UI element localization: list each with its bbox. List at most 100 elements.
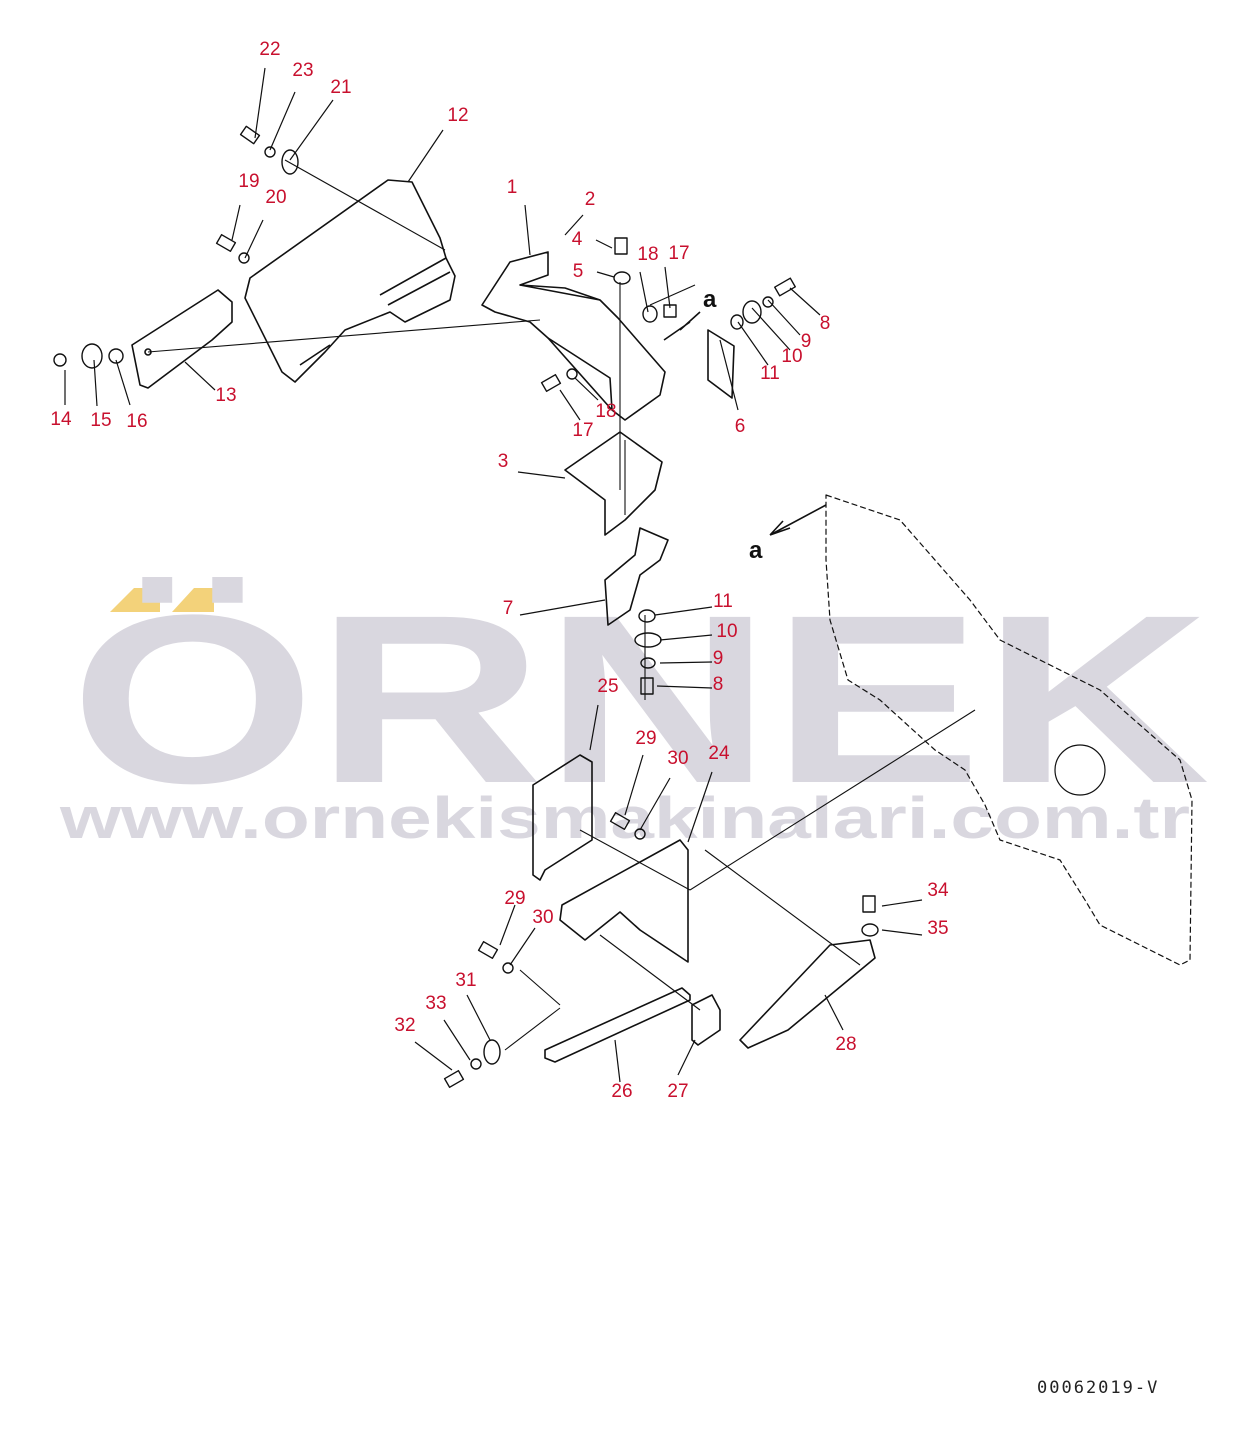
part-3-plate: [564, 431, 663, 536]
part-13-plate: [131, 289, 233, 389]
lock-washer-30-upper: [634, 828, 646, 840]
callout-11: 11: [713, 591, 733, 612]
nut-14: [53, 353, 67, 367]
callout-34: 34: [927, 880, 949, 901]
callout-10: 10: [716, 621, 737, 642]
nut-11-right: [730, 314, 744, 330]
callout-11: 11: [760, 363, 780, 384]
part-12-cover-flange: [299, 257, 451, 366]
part-24-bracket: [559, 839, 689, 963]
lock-washer-33: [470, 1058, 482, 1070]
nut-35: [861, 923, 879, 937]
part-7-plate: [604, 527, 669, 626]
callout-27: 27: [667, 1081, 688, 1102]
callout-leaders: [64, 67, 923, 1083]
bolt-32: [443, 1069, 465, 1089]
callout-9: 9: [713, 648, 724, 669]
part-27-angle: [691, 994, 721, 1046]
callout-33: 33: [425, 993, 446, 1014]
callout-9: 9: [801, 331, 812, 352]
part-26-bar: [544, 987, 691, 1063]
view-arrow-frame: [769, 504, 827, 536]
callout-23: 23: [292, 60, 313, 81]
view-arrow-top: [663, 311, 701, 341]
drawing-code: 00062019-V: [1037, 1378, 1160, 1398]
watermark-accent-left: [110, 588, 160, 612]
lock-washer-9-low: [640, 657, 656, 669]
callout-21: 21: [330, 77, 351, 98]
nut-16: [108, 348, 124, 364]
part-1-fold: [519, 284, 613, 411]
washer-15: [81, 343, 103, 369]
callout-1: 1: [507, 177, 518, 198]
callout-10: 10: [781, 346, 802, 367]
washer-21: [281, 149, 299, 175]
lock-washer-30-lower: [502, 962, 514, 974]
callout-29: 29: [635, 728, 656, 749]
callout-30: 30: [667, 748, 688, 769]
callout-29: 29: [504, 888, 525, 909]
machine-frame-opening: [1054, 744, 1106, 796]
lock-washer-20: [238, 252, 250, 264]
callout-12: 12: [447, 105, 468, 126]
watermark-accent-right: [172, 588, 214, 612]
washer-18-mid: [566, 368, 578, 380]
lock-washer-9-right: [762, 296, 774, 308]
callout-22: 22: [259, 39, 280, 60]
callout-32: 32: [394, 1015, 415, 1036]
callout-18: 18: [595, 401, 616, 422]
callout-14: 14: [50, 409, 72, 430]
callout-8: 8: [713, 674, 724, 695]
part-1-bracket: [481, 251, 666, 421]
fasteners: [53, 125, 879, 1089]
callout-13: 13: [215, 385, 236, 406]
callout-6: 6: [735, 416, 746, 437]
callout-15: 15: [90, 410, 111, 431]
callout-2: 2: [585, 189, 596, 210]
view-marker-top: a: [703, 286, 717, 313]
bolt-29-upper: [609, 811, 631, 831]
machine-frame: [825, 494, 1193, 966]
part-28-rail: [739, 939, 876, 1049]
bolt-34: [862, 895, 876, 913]
view-marker-frame: a: [749, 537, 763, 564]
bolt-8-low: [640, 677, 654, 695]
callout-16: 16: [126, 411, 147, 432]
callout-25: 25: [597, 676, 618, 697]
callout-24: 24: [708, 743, 730, 764]
callout-17: 17: [572, 420, 593, 441]
callout-5: 5: [573, 261, 584, 282]
bolt-4: [614, 237, 628, 255]
washer-10-right: [742, 300, 762, 324]
lock-washer-23: [264, 146, 276, 158]
callout-4: 4: [572, 229, 583, 250]
washer-18-top: [642, 305, 658, 323]
watermark-brand: ÖRNEK: [70, 565, 1210, 833]
bolt-17-top: [663, 304, 677, 318]
callout-26: 26: [611, 1081, 632, 1102]
part-25-channel: [532, 754, 593, 881]
assembly-lines: [147, 159, 976, 1051]
callout-19: 19: [238, 171, 259, 192]
callout-8: 8: [820, 313, 831, 334]
bolt-19: [215, 233, 237, 253]
callout-7: 7: [503, 598, 514, 619]
washer-5: [613, 271, 631, 285]
line-drawing: [53, 67, 1193, 1089]
part-6-gasket: [707, 329, 735, 399]
callout-35: 35: [927, 918, 948, 939]
callout-31: 31: [455, 970, 476, 991]
watermark: ÖRNEK www.ornekismakinalari.com.tr: [59, 565, 1210, 851]
washer-31: [483, 1039, 501, 1065]
nut-11-low: [638, 609, 656, 623]
callout-30: 30: [532, 907, 553, 928]
bolt-8-right: [774, 277, 796, 297]
washer-10-low: [634, 632, 662, 648]
callout-17: 17: [668, 243, 689, 264]
bolt-29-lower: [477, 940, 499, 960]
bolt-22: [239, 125, 261, 145]
bolt-17-mid: [540, 373, 562, 393]
callout-28: 28: [835, 1034, 856, 1055]
